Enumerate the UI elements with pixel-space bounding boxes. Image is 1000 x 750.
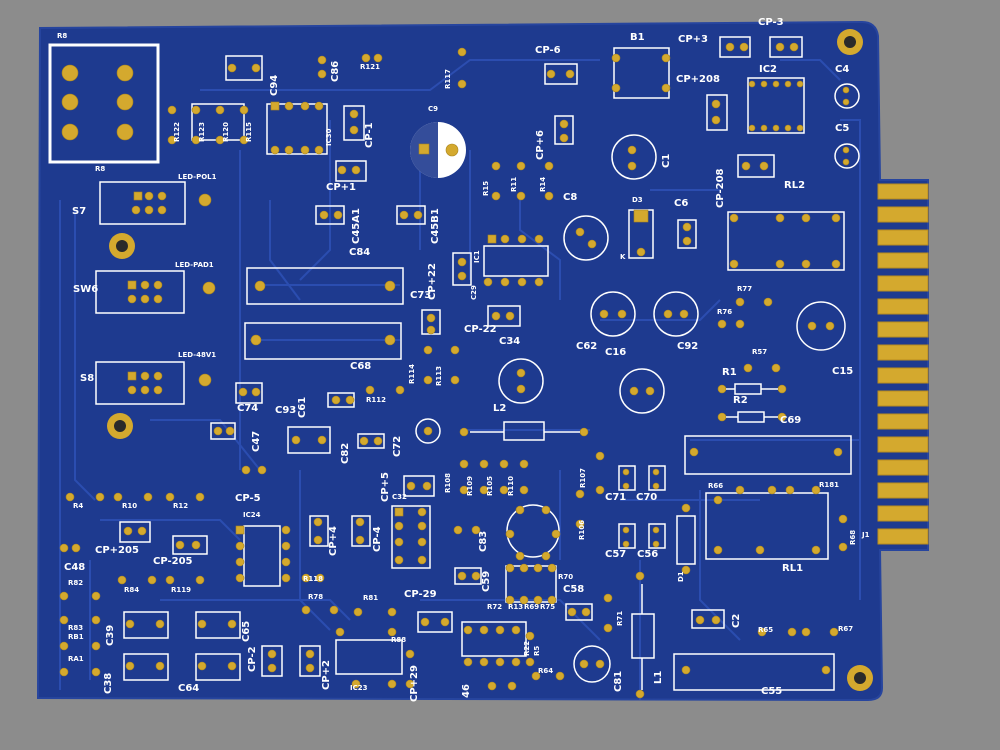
silkscreen-outlines — [48, 36, 852, 691]
pcb-board — [36, 20, 929, 702]
component-bodies — [470, 388, 778, 690]
trace-layer — [59, 59, 861, 700]
pads — [59, 42, 850, 699]
mounting-holes — [107, 29, 873, 691]
edge-connector — [877, 183, 929, 545]
